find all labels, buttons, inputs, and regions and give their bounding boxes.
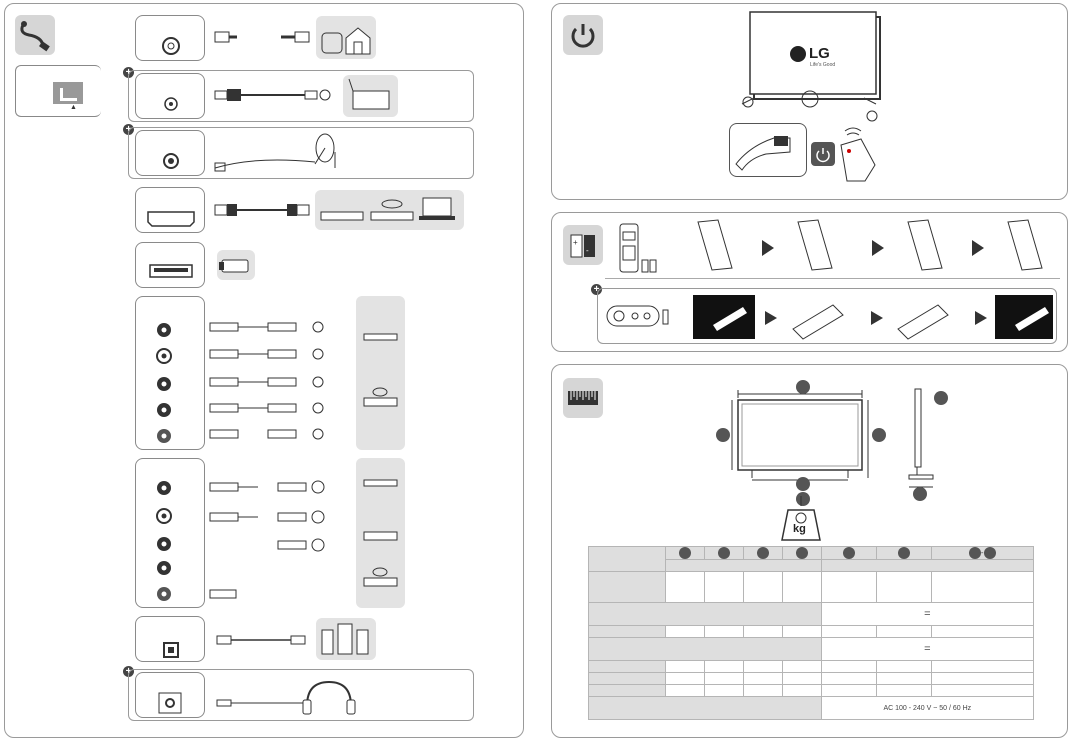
rf-cable — [214, 89, 331, 101]
usb-stick-picture — [217, 250, 255, 280]
battery-alt-steps — [693, 295, 1053, 340]
hand-pressing-remote — [840, 127, 876, 182]
satellite-port — [135, 130, 205, 176]
cable-icon — [15, 15, 55, 55]
optical-port — [135, 616, 205, 662]
battery-icon: +- — [563, 225, 603, 265]
lg-logo: LG — [790, 45, 830, 62]
hdmi-cable — [214, 204, 310, 216]
optical-cable — [216, 635, 306, 645]
tv-rear-panel-diagram: ▲ — [15, 65, 101, 117]
svg-text:+: + — [573, 238, 578, 247]
headphone-port — [135, 672, 205, 718]
power-button-zoom — [729, 123, 807, 177]
optional-group-3 — [128, 127, 474, 179]
power-panel — [551, 3, 1068, 200]
dimension-badge — [796, 380, 810, 394]
cable-box-picture — [343, 75, 398, 117]
speaker-system-picture — [316, 618, 376, 660]
antenna-port — [135, 15, 205, 61]
av-devices-picture — [356, 296, 405, 450]
usb-port — [135, 242, 205, 288]
battery-panel — [551, 212, 1068, 352]
spec-col-header: - — [930, 546, 1034, 560]
dimension-badge — [796, 492, 810, 506]
spec-header-cell — [588, 546, 666, 572]
wall-antenna-picture — [316, 16, 376, 59]
tv-front-illustration — [741, 11, 881, 122]
optional-group-9 — [128, 669, 474, 721]
av-cables — [209, 321, 324, 440]
dimension-badge — [934, 391, 948, 405]
weight-unit: kg — [793, 523, 806, 535]
logo-tagline: Life's Good — [810, 62, 836, 68]
component-devices-picture — [356, 458, 405, 608]
spec-col-header — [820, 546, 877, 560]
av-input-ports — [135, 296, 205, 450]
remote-illustration — [619, 223, 657, 273]
spec-col-header — [781, 546, 822, 560]
optional-marker: + — [591, 284, 602, 295]
spec-col-header — [742, 546, 783, 560]
svg-text:-: - — [586, 246, 589, 255]
tv-dimension-side — [908, 388, 934, 488]
power-rating-cell: AC 100 - 240 V ~ 50 / 60 Hz — [820, 696, 1035, 720]
dimension-badge — [796, 477, 810, 491]
spec-col-header — [665, 546, 705, 560]
tv-dimension-front — [731, 390, 869, 481]
satellite-cable — [214, 133, 336, 172]
spec-col-header — [875, 546, 932, 560]
optional-battery-steps — [597, 288, 1057, 344]
optional-group-2 — [128, 70, 474, 122]
dimension-badge — [913, 487, 927, 501]
ruler-icon — [563, 378, 603, 418]
hdmi-port — [135, 187, 205, 233]
remote-alt-illustration — [606, 305, 669, 327]
logo-text: LG — [809, 45, 830, 62]
component-cables — [209, 480, 325, 599]
weight-scale-icon — [781, 496, 821, 541]
headphones-cable — [216, 680, 356, 715]
battery-steps — [697, 219, 1043, 271]
dimension-badge — [716, 428, 730, 442]
power-icon — [563, 15, 603, 55]
remote-power-button — [811, 142, 835, 166]
connections-panel — [4, 3, 524, 738]
spec-col-header — [703, 546, 744, 560]
spec-table: - = = AC 100 - 240 V ~ 50 / 60 Hz — [588, 546, 1035, 720]
component-ports — [135, 458, 205, 608]
hdmi-devices-picture — [315, 190, 464, 230]
dimensions-panel — [551, 364, 1068, 738]
rf-port — [135, 73, 205, 119]
step-divider — [605, 278, 1060, 279]
antenna-adapters — [214, 31, 310, 43]
dimension-badge — [872, 428, 886, 442]
